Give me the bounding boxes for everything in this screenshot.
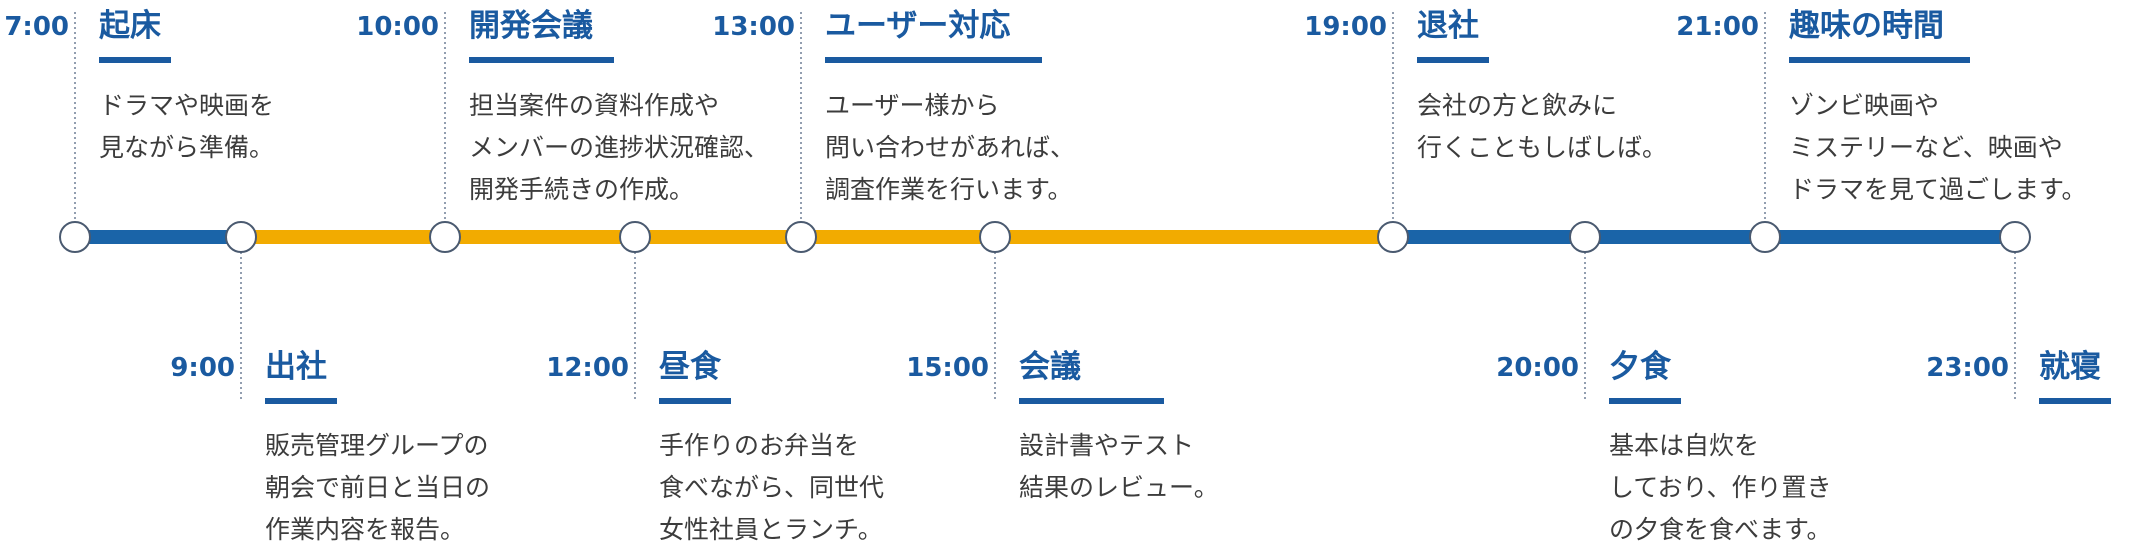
event-title: 開発会議 <box>469 8 593 44</box>
event-time: 13:00 <box>712 12 795 42</box>
timeline-node <box>785 221 817 253</box>
title-underline <box>265 398 337 404</box>
timeline-node <box>429 221 461 253</box>
event-description: ドラマや映画を 見ながら準備。 <box>99 91 275 162</box>
event-description: ゾンビ映画や ミステリーなど、映画や ドラマを見て過ごします。 <box>1789 91 2087 204</box>
event-description: 担当案件の資料作成や メンバーの進捗状況確認、 開発手続きの作成。 <box>469 91 770 204</box>
title-underline <box>99 57 171 63</box>
event-time: 7:00 <box>4 12 69 42</box>
event-description: 販売管理グループの 朝会で前日と当日の 作業内容を報告。 <box>265 431 491 544</box>
title-underline <box>1019 398 1164 404</box>
event-description: 会社の方と飲みに 行くこともしばしば。 <box>1417 91 1668 162</box>
event-time: 9:00 <box>170 353 235 383</box>
event-description: 基本は自炊を しており、作り置き の夕食を食べます。 <box>1609 431 1832 544</box>
timeline-node <box>619 221 651 253</box>
title-underline <box>1417 57 1489 63</box>
timeline-node <box>979 221 1011 253</box>
event-time: 20:00 <box>1496 353 1579 383</box>
event-title: 就寝 <box>2039 349 2101 385</box>
event-title: 夕食 <box>1609 349 1671 385</box>
event-time: 19:00 <box>1304 12 1387 42</box>
timeline-node <box>1377 221 1409 253</box>
title-underline <box>469 57 614 63</box>
event-title: 起床 <box>99 8 161 44</box>
timeline-node <box>1749 221 1781 253</box>
event-time: 15:00 <box>906 353 989 383</box>
event-time: 21:00 <box>1676 12 1759 42</box>
timeline-node <box>1999 221 2031 253</box>
title-underline <box>825 57 1042 63</box>
event-title: 会議 <box>1019 349 1081 385</box>
title-underline <box>1789 57 1970 63</box>
event-title: 趣味の時間 <box>1789 8 1944 44</box>
event-title: 昼食 <box>659 349 721 385</box>
timeline-node <box>1569 221 1601 253</box>
event-time: 12:00 <box>546 353 629 383</box>
event-title: 退社 <box>1417 8 1479 44</box>
event-time: 10:00 <box>356 12 439 42</box>
title-underline <box>2039 398 2111 404</box>
timeline-node <box>225 221 257 253</box>
event-title: ユーザー対応 <box>825 8 1011 44</box>
title-underline <box>1609 398 1681 404</box>
timeline-node <box>59 221 91 253</box>
event-title: 出社 <box>265 349 327 385</box>
event-description: 手作りのお弁当を 食べながら、同世代 女性社員とランチ。 <box>659 431 885 544</box>
event-description: ユーザー様から 問い合わせがあれば、 調査作業を行います。 <box>825 91 1076 204</box>
event-time: 23:00 <box>1926 353 2009 383</box>
event-description: 設計書やテスト 結果のレビュー。 <box>1019 431 1219 502</box>
title-underline <box>659 398 731 404</box>
